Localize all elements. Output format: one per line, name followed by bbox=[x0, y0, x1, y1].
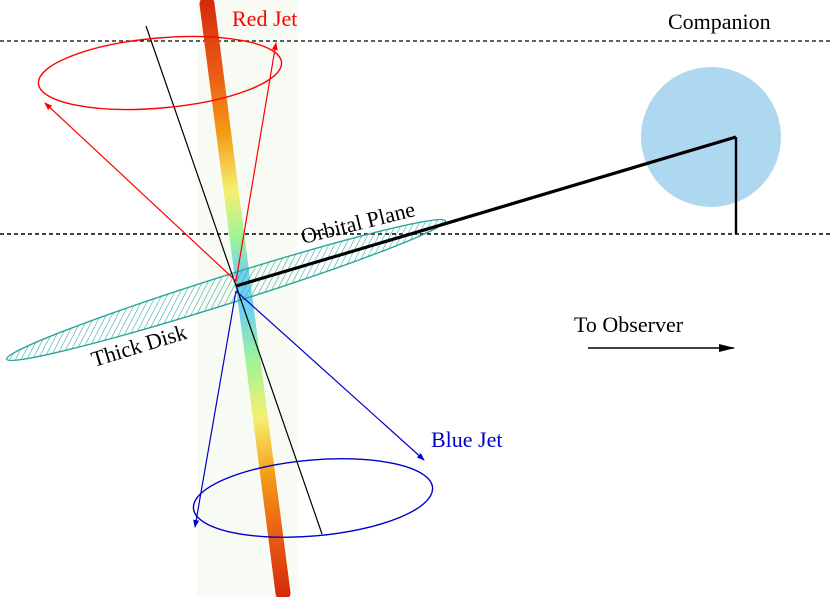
red-jet-label: Red Jet bbox=[232, 6, 297, 31]
red-jet-cone-right-edge bbox=[235, 42, 278, 282]
red-jet-cone-ellipse bbox=[37, 35, 283, 111]
companion-label: Companion bbox=[668, 9, 771, 34]
orbital-separation-line bbox=[235, 135, 737, 288]
precession-axis bbox=[145, 25, 323, 535]
red-jet-cone-left-edge bbox=[44, 102, 237, 282]
blue-jet-label: Blue Jet bbox=[431, 427, 503, 452]
to-observer-label: To Observer bbox=[574, 312, 684, 337]
blue-jet-cone-ellipse bbox=[192, 458, 434, 538]
blue-jet-cone-left-edge bbox=[193, 290, 237, 528]
companion-star bbox=[641, 67, 781, 207]
blue-jet-cone-right-edge bbox=[235, 290, 425, 461]
